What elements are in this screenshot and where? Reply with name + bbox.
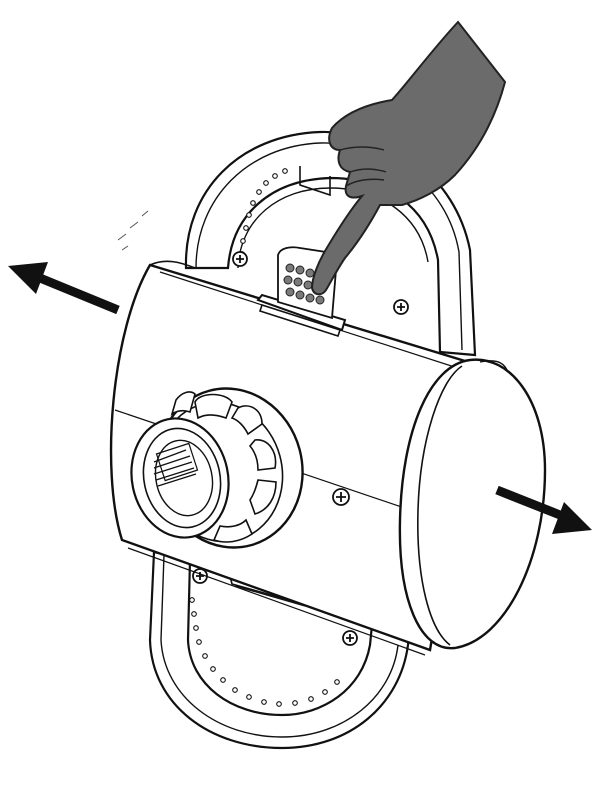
screw-icon: [393, 299, 409, 315]
arrow-left-icon: [8, 262, 120, 315]
motion-marks: [117, 210, 149, 251]
screw-icon: [232, 251, 248, 267]
arrow-right-icon: [495, 485, 592, 534]
end-cap: [398, 358, 547, 650]
screw-icon: [342, 630, 358, 646]
pointing-hand-icon: [310, 20, 507, 296]
cable-connector: [130, 387, 304, 549]
lower-bracket-holes: [189, 597, 340, 707]
screw-icon: [332, 488, 350, 506]
